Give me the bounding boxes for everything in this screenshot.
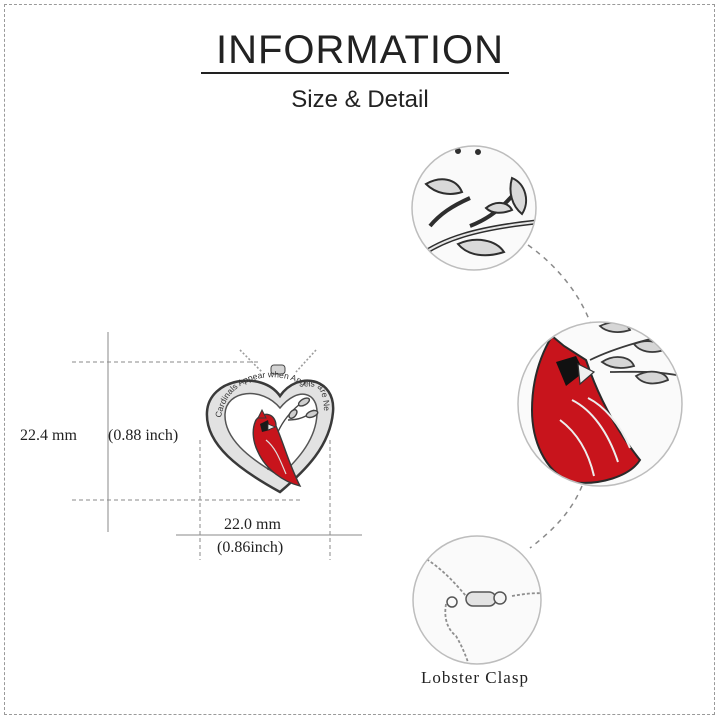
width-mm-label: 22.0 mm bbox=[224, 516, 281, 533]
height-mm-label: 22.4 mm bbox=[20, 427, 77, 444]
cardinal-detail-circle bbox=[517, 321, 683, 487]
clasp-detail-circle bbox=[412, 535, 542, 665]
detail-connectors bbox=[527, 244, 591, 549]
lobster-clasp-label: Lobster Clasp bbox=[421, 668, 529, 687]
pendant-engraving: Cardinals Appear when Angels are Near bbox=[0, 0, 332, 418]
page-title: INFORMATION bbox=[215, 28, 504, 72]
width-inch-label: (0.86inch) bbox=[217, 539, 284, 556]
pendant-bail bbox=[270, 364, 286, 375]
page-subtitle: Size & Detail bbox=[291, 86, 429, 113]
leaf-detail-circle bbox=[411, 145, 537, 271]
height-inch-label: (0.88 inch) bbox=[108, 427, 179, 444]
dimension-lines bbox=[72, 332, 362, 560]
necklace-chain bbox=[239, 349, 317, 373]
title-underline bbox=[201, 72, 509, 74]
dashed-border-frame bbox=[4, 4, 715, 715]
heart-pendant: Cardinals Appear when Angels are Near bbox=[0, 0, 335, 494]
cardinal-bird bbox=[252, 408, 302, 488]
